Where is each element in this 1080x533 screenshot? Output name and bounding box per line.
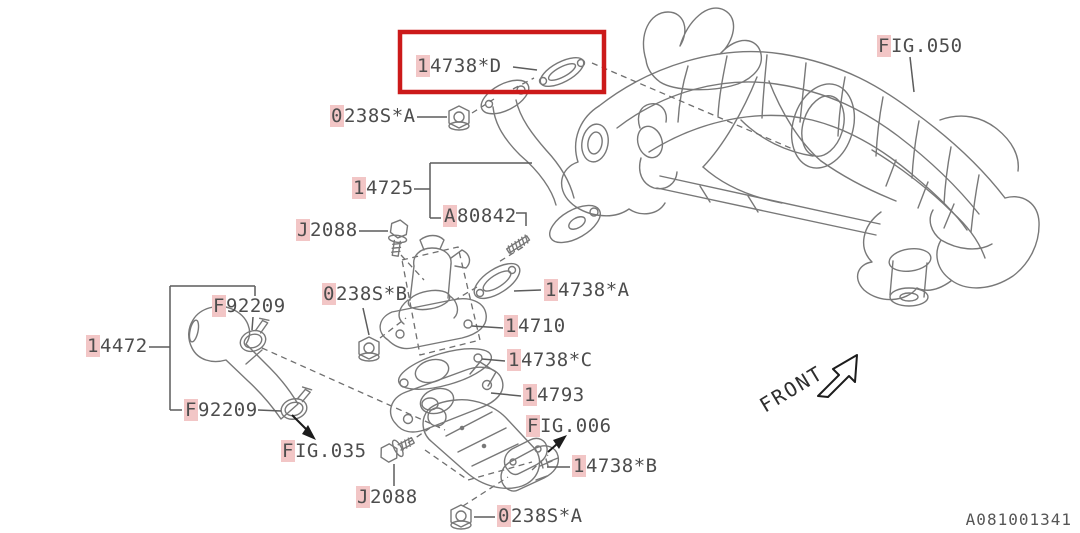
fig035-arrow xyxy=(291,414,316,440)
part-label-14738A[interactable]: 14738*A xyxy=(545,279,630,301)
bolt-bottom-drawing xyxy=(380,436,415,463)
bolt-top-drawing xyxy=(387,219,409,257)
part-label-14793[interactable]: 14793 xyxy=(524,384,585,406)
part-label-0238SA-bottom[interactable]: 0238S*A xyxy=(498,505,583,527)
gasket-d-drawing xyxy=(538,56,586,88)
part-label-14738C[interactable]: 14738*C xyxy=(508,349,593,371)
assembly-dashed-lines xyxy=(261,62,796,507)
front-indicator: FRONT xyxy=(755,354,858,418)
nut-a-top-drawing xyxy=(448,105,470,131)
hose-clamp-top-drawing xyxy=(239,317,270,353)
part-label-J2088-bottom[interactable]: J2088 xyxy=(357,486,418,508)
part-label-0238SA-top[interactable]: 0238S*A xyxy=(331,105,416,127)
document-code: A081001341 xyxy=(965,510,1072,529)
hose-drawing xyxy=(188,305,299,420)
fig-ref-label-006[interactable]: FIG.006 xyxy=(527,415,612,437)
part-label-0238SB[interactable]: 0238S*B xyxy=(323,283,408,305)
gasket-a-drawing xyxy=(473,262,521,300)
intake-manifold-drawing xyxy=(560,7,1040,307)
leader-lines xyxy=(149,56,915,518)
nut-a-bottom-drawing xyxy=(450,504,472,530)
part-label-14710[interactable]: 14710 xyxy=(505,315,566,337)
nut-b-drawing xyxy=(358,336,380,362)
part-label-J2088-top[interactable]: J2088 xyxy=(297,219,358,241)
adapter-plate-drawing xyxy=(389,361,504,433)
part-label-F92209-bottom[interactable]: F92209 xyxy=(185,399,258,421)
fig-ref-label-050[interactable]: FIG.050 xyxy=(878,35,963,57)
front-arrow-icon xyxy=(817,354,858,398)
fig006-arrow xyxy=(547,435,567,453)
gasket-b-drawing xyxy=(503,437,553,476)
selection-highlight-box xyxy=(397,29,607,95)
fig-ref-label-035[interactable]: FIG.035 xyxy=(282,440,367,462)
front-direction-label: FRONT xyxy=(755,361,828,418)
part-label-14472[interactable]: 14472 xyxy=(87,335,148,357)
part-label-14738D[interactable]: 14738*D xyxy=(417,55,502,77)
egr-valve-drawing xyxy=(379,234,487,350)
part-label-14725[interactable]: 14725 xyxy=(353,177,414,199)
part-label-14738B[interactable]: 14738*B xyxy=(573,455,658,477)
part-label-F92209-top[interactable]: F92209 xyxy=(213,295,286,317)
converter-drawing xyxy=(421,397,560,492)
stud-drawing xyxy=(505,234,531,255)
part-label-A80842[interactable]: A80842 xyxy=(444,205,517,227)
